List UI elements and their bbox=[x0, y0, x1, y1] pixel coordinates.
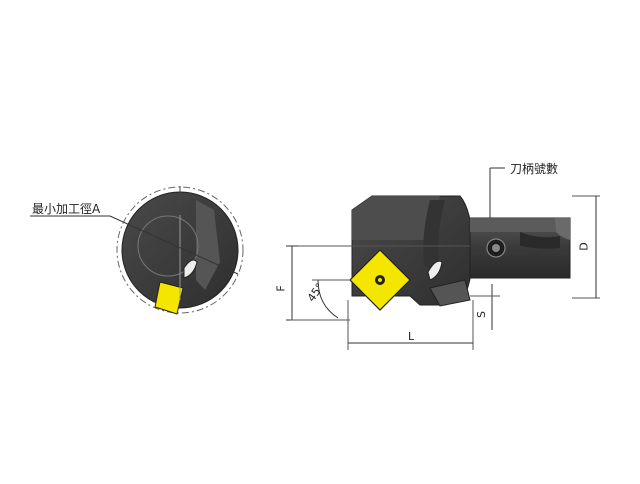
shank-band bbox=[470, 218, 570, 232]
shank-groove bbox=[520, 232, 560, 249]
chip-groove bbox=[423, 200, 445, 268]
angle-arc bbox=[317, 279, 339, 319]
end-view bbox=[30, 186, 244, 315]
insert-end-view bbox=[154, 281, 184, 315]
insert-hole-center bbox=[378, 278, 382, 282]
wedge bbox=[429, 279, 471, 307]
side-view bbox=[286, 167, 600, 350]
flat-face bbox=[196, 200, 220, 290]
inner-arc bbox=[137, 215, 199, 277]
shank-code-label: 刀柄號數 bbox=[510, 162, 559, 176]
dim-F-label: F bbox=[274, 285, 288, 292]
shank-notch bbox=[555, 218, 570, 240]
dim-S-label: S bbox=[474, 311, 488, 318]
leader-line-diag bbox=[109, 215, 239, 275]
dim-D-label: D bbox=[577, 242, 591, 251]
head-facet bbox=[352, 196, 440, 240]
clamp-screw-icon bbox=[427, 260, 443, 281]
dim-L-label: L bbox=[408, 330, 415, 343]
min-bore-label: 最小加工徑A bbox=[32, 202, 101, 216]
screw-icon bbox=[183, 259, 198, 279]
coolant-hole-center bbox=[492, 244, 500, 252]
